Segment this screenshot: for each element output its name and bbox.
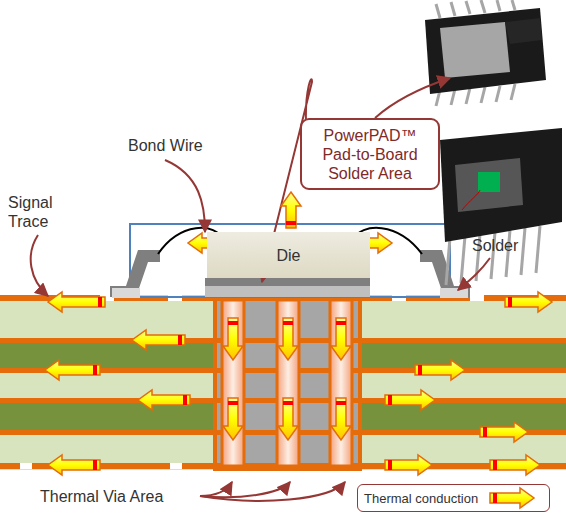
heat-arrow: [505, 292, 552, 312]
arrow-tail-mark: [283, 321, 293, 325]
solder-joint: [440, 288, 468, 298]
arrow-tail-mark: [286, 221, 296, 225]
package-photo-top: [425, 0, 546, 106]
arrow-tail-mark: [336, 321, 346, 325]
arrow-tail-mark: [336, 401, 346, 405]
die-box: Die: [207, 232, 370, 278]
heat-arrow: [223, 398, 243, 440]
heat-arrow: [480, 422, 528, 442]
pcb-board: [0, 297, 566, 470]
heat-arrow: [48, 292, 105, 312]
heat-arrow: [490, 488, 534, 508]
heat-arrow: [278, 398, 298, 440]
part-label: Solder: [472, 236, 518, 255]
heat-arrow: [331, 318, 351, 360]
arrow-tail-mark: [508, 297, 512, 307]
arrow-tail-mark: [483, 427, 487, 437]
via-outline: [215, 297, 360, 469]
arrow-tail-mark: [93, 365, 97, 375]
exposed-pad: [205, 278, 370, 286]
arrow-tail-mark: [388, 395, 392, 405]
pad-solder: [205, 286, 370, 297]
leader-lines: [31, 78, 490, 501]
heat-arrow: [385, 390, 435, 410]
legend-box: Thermal conduction: [357, 484, 550, 512]
heat-arrows: [45, 192, 552, 475]
arrow-tail-mark: [388, 460, 392, 470]
arrow-tail-mark: [98, 297, 102, 307]
part-label: Thermal Via Area: [40, 487, 163, 506]
package-photo-bottom: [440, 128, 562, 285]
callout-text: PowerPAD™ Pad-to-Board Solder Area: [312, 126, 428, 183]
solder-joint: [112, 288, 140, 298]
heat-arrow: [223, 318, 243, 360]
legend-text: Thermal conduction: [364, 491, 478, 506]
legend-sample: [486, 486, 538, 510]
die-label: Die: [276, 246, 300, 265]
thermal-via-region: [215, 297, 360, 470]
heat-arrow: [281, 192, 301, 228]
arrow-tail-mark: [228, 321, 238, 325]
thermal-vias: [222, 300, 352, 466]
part-label: Signal Trace: [8, 193, 70, 231]
copper-gaps: [20, 295, 484, 469]
part-label: Bond Wire: [128, 136, 203, 155]
heat-arrow: [132, 330, 185, 350]
package-outline: [130, 224, 450, 297]
heat-arrow: [48, 455, 100, 475]
arrow-tail-mark: [493, 460, 497, 470]
arrow-tail-mark: [228, 401, 238, 405]
copper-layers: [0, 295, 566, 469]
arrow-tail-mark: [178, 335, 182, 345]
callout-box: PowerPAD™ Pad-to-Board Solder Area: [300, 118, 440, 190]
heat-arrow: [278, 318, 298, 360]
heat-arrow: [415, 360, 465, 380]
heat-arrow: [490, 455, 540, 475]
arrow-tail-mark: [418, 365, 422, 375]
heat-arrow: [138, 390, 190, 410]
arrow-tail-mark: [183, 395, 187, 405]
lead: [110, 250, 160, 297]
arrow-tail-mark: [93, 460, 97, 470]
arrow-tail-mark: [493, 493, 497, 503]
heat-arrow: [45, 360, 100, 380]
heat-arrow: [385, 455, 432, 475]
arrow-tail-mark: [283, 401, 293, 405]
heat-arrow: [331, 398, 351, 440]
